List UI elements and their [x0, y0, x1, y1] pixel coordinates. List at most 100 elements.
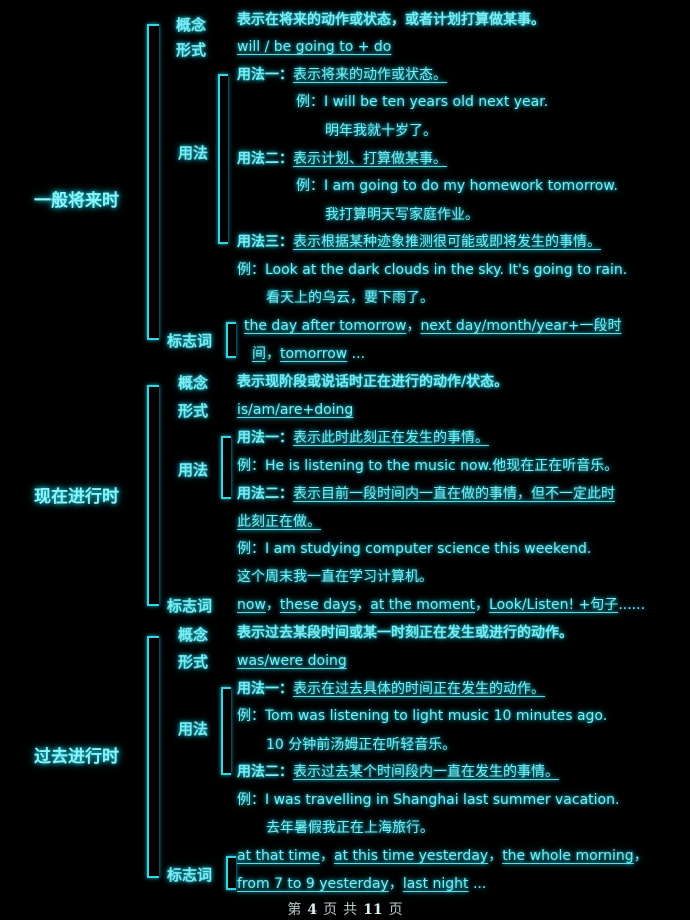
page-number: 4: [307, 902, 318, 918]
usage-item-text: 表示将来的动作或状态。: [293, 67, 447, 83]
separator: ，: [356, 597, 371, 613]
example-en: 例：Tom was listening to light music 10 mi…: [237, 708, 608, 724]
usage-item-text: 表示目前一段时间内一直在做的事情，但不一定此时: [293, 486, 615, 502]
form-text: will / be going to + do: [237, 39, 392, 55]
usage-item-label: 用法三：: [237, 234, 293, 250]
usage-item: 用法一：表示将来的动作或状态。: [237, 66, 447, 84]
signal-word: at the moment: [370, 597, 476, 613]
footer-di: 第: [287, 902, 302, 918]
signal-words: the day after tomorrow，next day/month/ye…: [244, 317, 622, 335]
usage-item-text: 表示过去某个时间段内一直在发生的事情。: [293, 764, 559, 780]
separator: ，: [320, 848, 335, 864]
usage-item-text-cont: 此刻正在做。: [237, 514, 321, 530]
usage-item: 用法一：表示在过去具体的时间正在发生的动作。: [237, 680, 545, 698]
signal-label: 标志词: [167, 332, 213, 350]
example-en: 例：He is listening to the music now.他现在正在…: [237, 458, 619, 474]
footer-gong: 共: [343, 902, 358, 918]
footer-ye2: 页: [388, 902, 403, 918]
usage-item-label: 用法一：: [237, 681, 293, 697]
signal-words: from 7 to 9 yesterday，last night ...: [237, 875, 486, 893]
signal-word: the day after tomorrow: [244, 318, 407, 334]
usage-item-label: 用法一：: [237, 67, 293, 83]
usage-label: 用法: [178, 144, 209, 162]
concept-text: 表示过去某段时间或某一时刻正在发生或进行的动作。: [237, 625, 573, 641]
usage-label: 用法: [178, 720, 209, 738]
concept-text: 表示在将来的动作或状态，或者计划打算做某事。: [237, 12, 545, 28]
ellipsis: ...: [468, 876, 487, 892]
signal-word: tomorrow: [280, 346, 348, 362]
usage-bracket: [221, 687, 231, 775]
separator: ，: [265, 597, 280, 613]
example-cn: 这个周末我一直在学习计算机。: [237, 569, 433, 585]
ellipsis: ...: [347, 346, 366, 362]
usage-item-label: 用法二：: [237, 151, 293, 167]
signal-words: at that time，at this time yesterday，the …: [237, 847, 648, 865]
usage-item: 用法二：表示过去某个时间段内一直在发生的事情。: [237, 763, 559, 781]
form-text: was/were doing: [237, 653, 347, 669]
signal-word: from 7 to 9 yesterday: [237, 876, 389, 892]
usage-item: 用法一：表示此时此刻正在发生的事情。: [237, 429, 489, 447]
usage-item-text: 表示计划、打算做某事。: [293, 151, 447, 167]
usage-bracket: [218, 74, 228, 244]
concept-text: 表示现阶段或说话时正在进行的动作/状态。: [237, 374, 509, 390]
usage-item: 用法三：表示根据某种迹象推测很可能或即将发生的事情。: [237, 233, 601, 251]
footer-ye: 页: [323, 902, 338, 918]
signal-words: now，these days，at the moment，Look/Listen…: [237, 596, 645, 614]
total-pages: 11: [363, 902, 383, 918]
signal-word: at that time: [237, 848, 321, 864]
example-cn: 我打算明天写家庭作业。: [325, 207, 479, 223]
section-title: 过去进行时: [34, 747, 119, 767]
signal-bracket: [226, 322, 236, 358]
section-title: 现在进行时: [34, 487, 119, 507]
section-title: 一般将来时: [34, 191, 119, 211]
usage-item-label: 用法二：: [237, 764, 293, 780]
usage-item-text: 表示根据某种迹象推测很可能或即将发生的事情。: [293, 234, 601, 250]
signal-bracket: [226, 856, 236, 890]
example-cn: 去年暑假我正在上海旅行。: [266, 820, 434, 836]
form-label: 形式: [178, 653, 209, 671]
signal-word: now: [237, 597, 266, 613]
usage-label: 用法: [178, 461, 209, 479]
section-bracket: [147, 385, 159, 606]
signal-word: next day/month/year+一段时: [420, 318, 622, 334]
usage-item-label: 用法二：: [237, 486, 293, 502]
usage-bracket: [221, 436, 231, 499]
signal-word: at this time yesterday: [334, 848, 489, 864]
signal-word: 间: [252, 346, 266, 362]
ellipsis: ......: [618, 597, 646, 613]
signal-words: 间，tomorrow ...: [252, 345, 365, 363]
form-text: is/am/are+doing: [237, 402, 354, 418]
usage-item-label: 用法一：: [237, 430, 293, 446]
separator: ，: [633, 848, 648, 864]
signal-word: the whole morning: [502, 848, 634, 864]
example-cn: 明年我就十岁了。: [325, 123, 437, 139]
example-cn: 10 分钟前汤姆正在听轻音乐。: [266, 737, 457, 753]
example-en: 例：Look at the dark clouds in the sky. It…: [237, 262, 628, 278]
example-en: 例：I was travelling in Shanghai last summ…: [237, 792, 620, 808]
example-en: 例：I will be ten years old next year.: [296, 94, 549, 110]
form-label: 形式: [176, 41, 207, 59]
form-label: 形式: [178, 402, 209, 420]
signal-label: 标志词: [167, 866, 213, 884]
separator: ，: [475, 597, 490, 613]
usage-item-text: 表示此时此刻正在发生的事情。: [293, 430, 489, 446]
signal-label: 标志词: [167, 597, 213, 615]
signal-word: last night: [402, 876, 469, 892]
separator: ，: [406, 318, 421, 334]
separator: ，: [266, 346, 280, 362]
usage-item-text: 表示在过去具体的时间正在发生的动作。: [293, 681, 545, 697]
concept-label: 概念: [178, 374, 209, 392]
usage-item: 用法二：表示目前一段时间内一直在做的事情，但不一定此时: [237, 485, 615, 503]
concept-label: 概念: [176, 16, 207, 34]
concept-label: 概念: [178, 626, 209, 644]
separator: ，: [388, 876, 403, 892]
section-bracket: [147, 636, 159, 878]
example-en: 例：I am studying computer science this we…: [237, 541, 592, 557]
example-en: 例：I am going to do my homework tomorrow.: [296, 178, 618, 194]
signal-word: these days: [279, 597, 357, 613]
section-bracket: [147, 24, 159, 340]
signal-word: Look/Listen! +句子: [489, 597, 619, 613]
separator: ，: [488, 848, 503, 864]
